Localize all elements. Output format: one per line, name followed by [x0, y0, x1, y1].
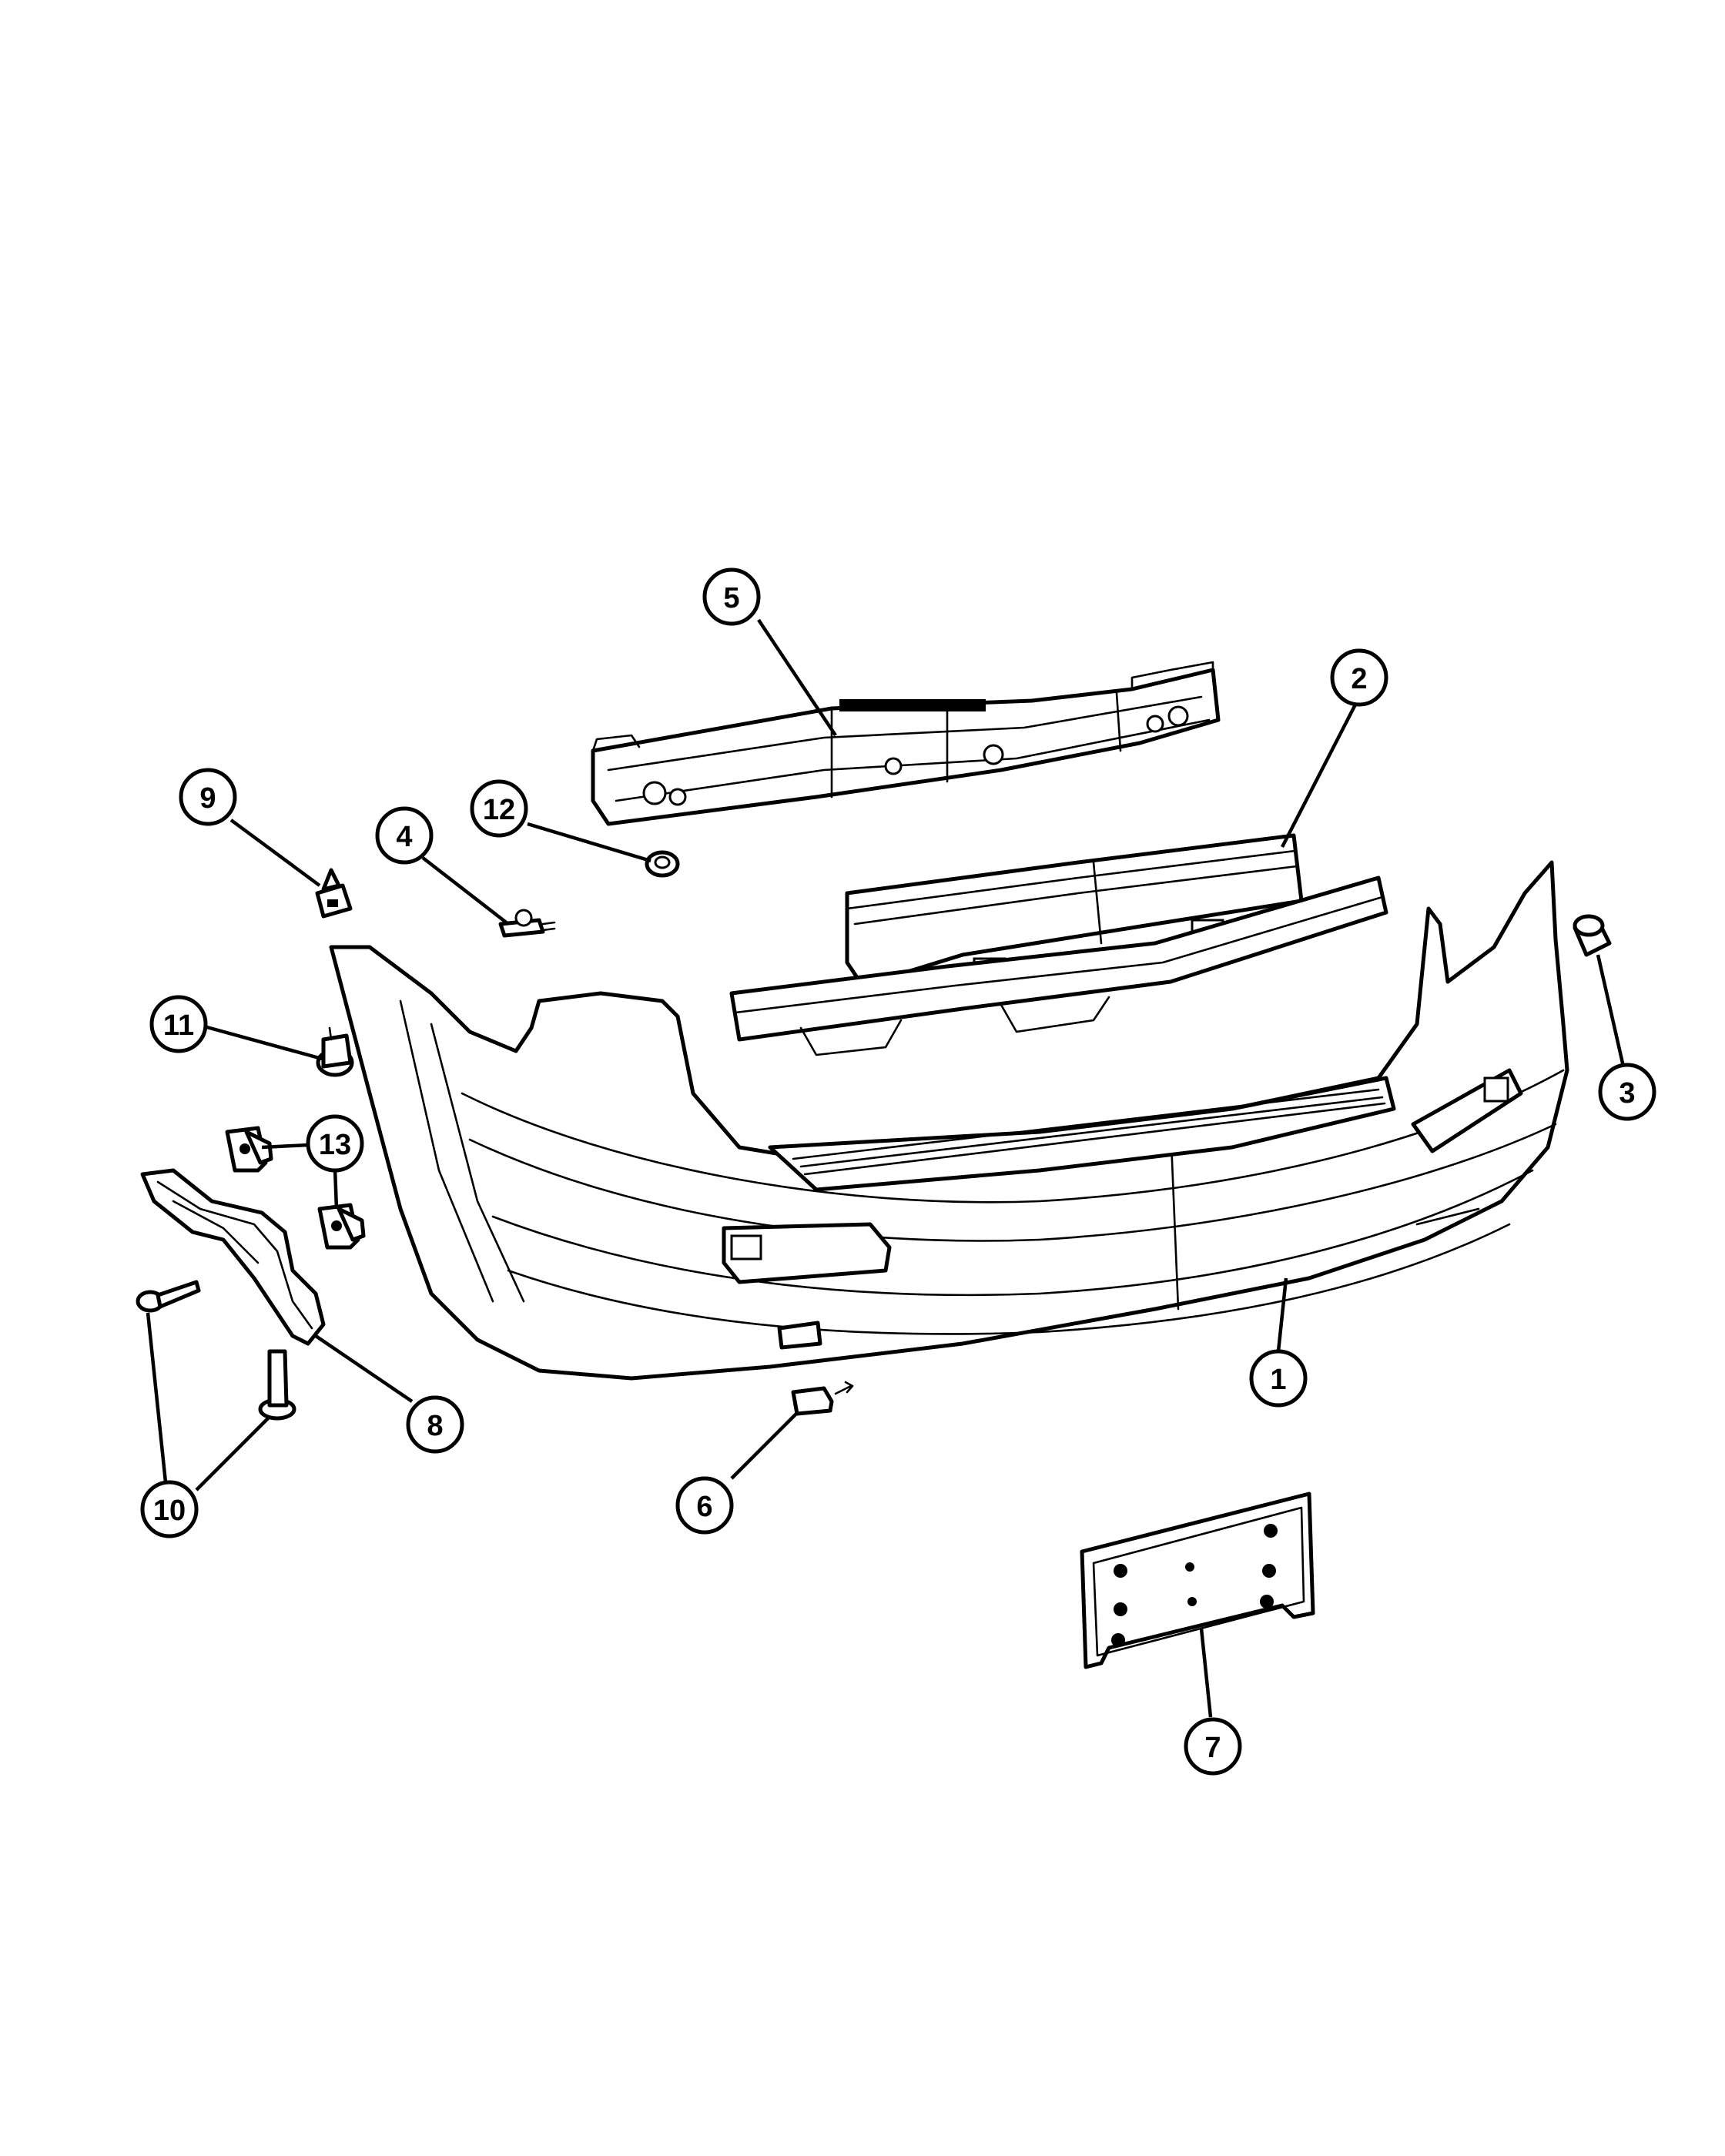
rivet-part-10-lower	[258, 1349, 296, 1421]
leader-11	[203, 1024, 323, 1061]
callout-label: 5	[723, 582, 739, 614]
callout-label: 4	[396, 821, 412, 853]
nut-clip-part-13-upper	[225, 1126, 273, 1173]
screw-part-10-upper	[136, 1280, 201, 1313]
leader-12	[527, 822, 651, 863]
callout-label: 9	[199, 782, 216, 815]
leader-4	[421, 856, 510, 926]
leader-5	[757, 618, 837, 737]
leader-10b	[195, 1415, 271, 1491]
callout-label: 2	[1351, 663, 1367, 695]
callout-label: 7	[1204, 1732, 1221, 1764]
side-bracket-part-8	[140, 1168, 326, 1346]
fastener-part-3	[1573, 914, 1612, 957]
callout-6: 6	[675, 1476, 734, 1535]
callout-8: 8	[406, 1395, 464, 1454]
callout-label: 8	[427, 1410, 443, 1442]
callout-label: 13	[319, 1129, 351, 1161]
leader-8	[314, 1334, 414, 1403]
leader-13b	[333, 1168, 339, 1210]
leader-2	[1280, 703, 1358, 849]
callout-13: 13	[306, 1114, 364, 1173]
callout-1: 1	[1249, 1349, 1308, 1408]
callout-3: 3	[1598, 1063, 1656, 1121]
leader-1	[1276, 1277, 1288, 1352]
callout-7: 7	[1184, 1717, 1242, 1776]
energy-absorber-part-2	[729, 833, 1388, 1056]
callout-5: 5	[702, 567, 761, 626]
callout-label: 6	[696, 1491, 712, 1523]
callout-label: 11	[163, 1009, 194, 1042]
nut-part-12	[645, 850, 680, 878]
leader-7	[1199, 1628, 1213, 1718]
tow-hook-cover-part-6	[791, 1381, 854, 1416]
leader-9	[229, 819, 321, 887]
leader-10a	[146, 1312, 168, 1483]
callout-12: 12	[470, 779, 528, 838]
license-plate-bracket-part-7	[1080, 1491, 1315, 1669]
reinforcement-beam-part-5	[591, 661, 1221, 826]
callout-2: 2	[1330, 648, 1388, 707]
callout-10: 10	[140, 1480, 199, 1538]
fastener-part-11	[316, 1026, 354, 1077]
callout-9: 9	[179, 768, 237, 826]
leader-13a	[261, 1143, 309, 1150]
push-pin-part-4	[498, 909, 556, 938]
callout-label: 12	[483, 794, 515, 826]
leader-lines	[146, 618, 1626, 1718]
callout-label: 1	[1270, 1364, 1286, 1396]
leader-3	[1596, 954, 1626, 1067]
clip-part-9	[315, 868, 353, 919]
callout-label: 3	[1619, 1077, 1635, 1110]
leader-6	[730, 1411, 799, 1480]
callout-11: 11	[149, 995, 208, 1053]
callout-label: 10	[153, 1495, 186, 1527]
nut-clip-part-13-lower	[317, 1203, 366, 1250]
bumper-fascia-part-1	[329, 860, 1569, 1381]
callout-4: 4	[375, 806, 434, 865]
